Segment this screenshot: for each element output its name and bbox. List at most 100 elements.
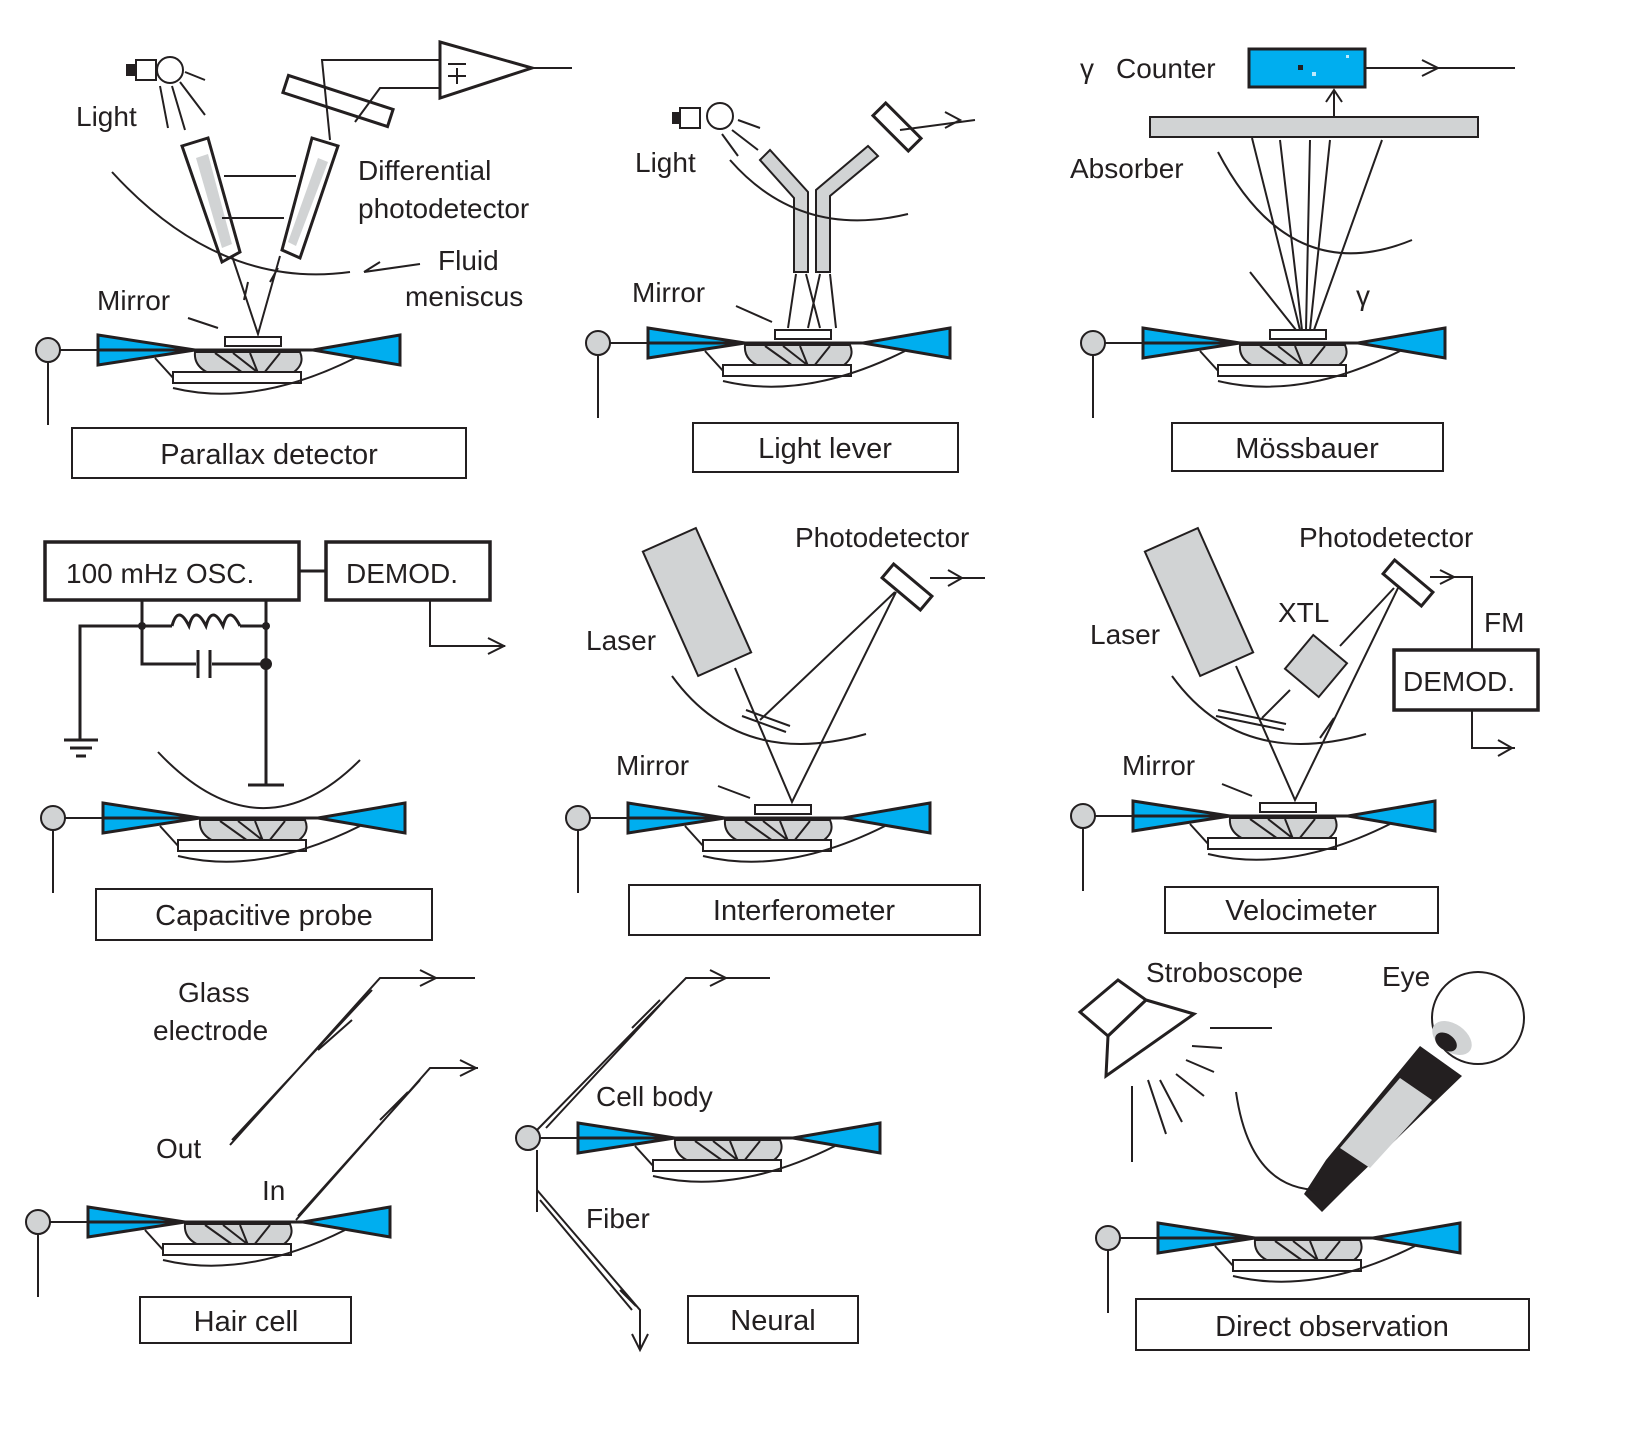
detector-label-1: Differential <box>358 155 491 186</box>
mirror-label: Mirror <box>616 750 689 781</box>
fm-label: FM <box>1484 607 1524 638</box>
basilar-plate <box>652 1159 782 1172</box>
panel-hair-cell: Glass electrode Out In Hair cell <box>139 969 479 1344</box>
right-wedge <box>862 326 952 360</box>
papilla <box>565 801 932 893</box>
mirror <box>224 336 282 347</box>
basilar-plate <box>1232 1259 1362 1272</box>
stroboscope-icon <box>1077 978 1272 1162</box>
basilar-plate <box>172 371 302 384</box>
hair-bundles <box>764 345 831 372</box>
bead <box>585 330 611 356</box>
right-wedge <box>792 1121 882 1155</box>
eye-icon <box>1431 971 1525 1065</box>
membrane-arc <box>162 1229 346 1267</box>
caption-interferometer: Interferometer <box>713 895 895 927</box>
panel-interferometer: Photodetector Laser Mirror Interferomete… <box>586 522 985 936</box>
hair-bundles <box>219 820 286 847</box>
papilla <box>1080 326 1447 418</box>
laser <box>1143 526 1255 678</box>
absorber <box>1149 116 1479 138</box>
crystal <box>1283 633 1349 699</box>
eye-label: Eye <box>1382 961 1430 992</box>
hair-bundles <box>1274 1240 1341 1267</box>
hair-bundles <box>744 820 811 847</box>
counter-label: Counter <box>1116 53 1216 84</box>
mirror <box>1269 329 1327 340</box>
electrode-label-2: electrode <box>153 1015 268 1046</box>
bead <box>565 805 591 831</box>
light-label: Light <box>635 147 696 178</box>
laser <box>641 526 753 678</box>
mirror-label: Mirror <box>1122 750 1195 781</box>
papilla <box>515 1121 882 1183</box>
left-detector <box>180 136 242 265</box>
differential-photodetector <box>281 73 395 129</box>
basilar-plate <box>177 839 307 852</box>
papilla <box>35 333 402 425</box>
right-wedge <box>317 801 407 835</box>
mirror-label: Mirror <box>632 277 705 308</box>
basilar-plate <box>1207 837 1337 850</box>
bead <box>1070 803 1096 829</box>
light-label: Light <box>76 101 137 132</box>
papilla <box>1095 1221 1462 1313</box>
caption-velocimeter: Velocimeter <box>1225 895 1377 927</box>
bead <box>1095 1225 1121 1251</box>
membrane-arc <box>1207 823 1391 861</box>
mirror <box>1259 802 1317 813</box>
bead <box>35 337 61 363</box>
panel-light-lever: Light Mirror Light lever <box>632 100 976 473</box>
microscope-icon <box>1304 1046 1462 1212</box>
papilla-group <box>25 326 1462 1313</box>
fluid-label-2: meniscus <box>405 281 523 312</box>
panel-capacitive: 100 mHz OSC. DEMOD. Capacitive probe <box>43 540 507 941</box>
hair-bundles <box>1259 345 1326 372</box>
bead <box>515 1125 541 1151</box>
basilar-plate <box>722 364 852 377</box>
membrane-arc <box>702 825 886 863</box>
panel-mossbauer: γ Counter Absorber γ Mössbauer <box>1070 47 1515 472</box>
inductor-icon <box>170 613 242 631</box>
basilar-plate <box>1217 364 1347 377</box>
photodetector-label: Photodetector <box>795 522 969 553</box>
caption-mossbauer: Mössbauer <box>1235 433 1379 465</box>
absorber-label: Absorber <box>1070 153 1184 184</box>
membrane-arc <box>1217 350 1401 388</box>
fluid-label-1: Fluid <box>438 245 499 276</box>
oscillator-box <box>43 540 301 602</box>
right-wedge <box>302 1205 392 1239</box>
caption-neural: Neural <box>730 1305 815 1337</box>
laser-label: Laser <box>586 625 656 656</box>
gamma-symbol: γ <box>1080 53 1094 84</box>
demod-label: DEMOD. <box>346 558 458 589</box>
panel-direct: Stroboscope Eye Direct observation <box>1077 957 1530 1351</box>
membrane-arc <box>652 1145 836 1183</box>
membrane-arc <box>722 350 906 388</box>
mirror-label: Mirror <box>97 285 170 316</box>
stroboscope-label: Stroboscope <box>1146 957 1303 988</box>
right-wedge <box>842 801 932 835</box>
caption-parallax: Parallax detector <box>160 439 378 471</box>
xtl-label: XTL <box>1278 597 1329 628</box>
demod-box <box>324 540 492 602</box>
in-label: In <box>262 1175 285 1206</box>
membrane-arc <box>1232 1245 1416 1283</box>
caption-direct: Direct observation <box>1215 1311 1449 1343</box>
photodetector-label: Photodetector <box>1299 522 1473 553</box>
hair-bundles <box>204 1224 271 1251</box>
right-wedge <box>1372 1221 1462 1255</box>
light-bulb-icon <box>672 102 761 157</box>
membrane-arc <box>172 357 356 395</box>
panel-neural: Cell body Fiber Neural <box>536 969 859 1353</box>
papilla <box>585 326 952 418</box>
right-detector <box>280 136 340 261</box>
right-wedge <box>1357 326 1447 360</box>
electrode-label-1: Glass <box>178 977 250 1008</box>
light-bulb-icon <box>126 56 206 131</box>
caption-capacitive: Capacitive probe <box>155 900 373 932</box>
counter-box <box>1247 47 1367 89</box>
oscillator-label: 100 mHz OSC. <box>66 558 254 589</box>
bead <box>25 1209 51 1235</box>
